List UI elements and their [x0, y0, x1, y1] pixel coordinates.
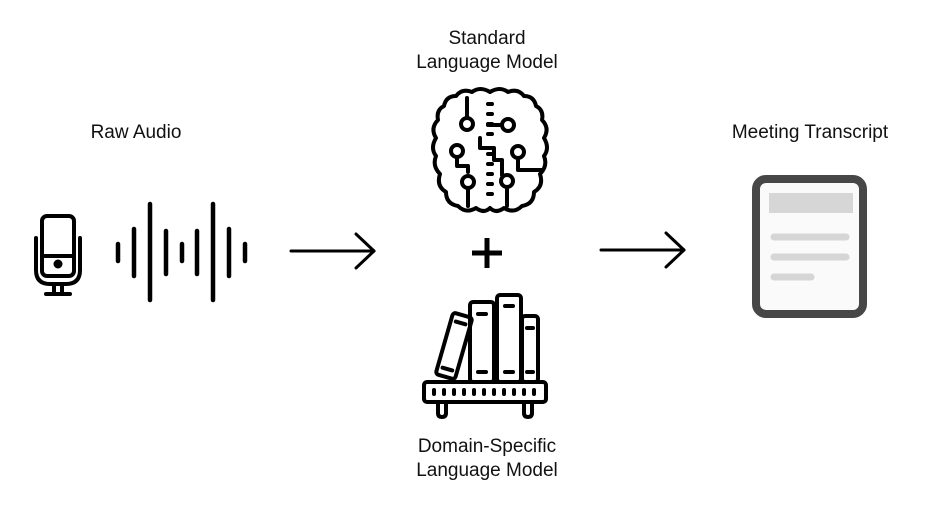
- arrow-input-to-models: [289, 232, 376, 270]
- microphone-icon: [34, 214, 82, 296]
- raw-audio-label-text: Raw Audio: [90, 122, 182, 143]
- meeting-transcript-label: Meeting Transcript: [710, 121, 910, 145]
- plus-icon: [472, 238, 502, 268]
- domain-specific-language-model-label: Domain-Specific Language Model: [387, 435, 587, 483]
- books-icon: [422, 293, 548, 419]
- standard-label-line-2: Language Model: [416, 52, 558, 73]
- document-header-placeholder: [769, 193, 853, 213]
- brain-circuit-icon: [431, 87, 549, 213]
- standard-language-model-label: Standard Language Model: [387, 27, 587, 75]
- meeting-transcript-label-text: Meeting Transcript: [731, 122, 889, 143]
- document-icon: [752, 175, 867, 318]
- arrow-models-to-output: [599, 231, 686, 269]
- domain-label-line-1: Domain-Specific: [417, 436, 557, 457]
- raw-audio-label: Raw Audio: [36, 121, 236, 145]
- waveform-icon: [115, 201, 248, 303]
- domain-label-line-2: Language Model: [416, 460, 558, 481]
- standard-label-line-1: Standard: [448, 28, 526, 49]
